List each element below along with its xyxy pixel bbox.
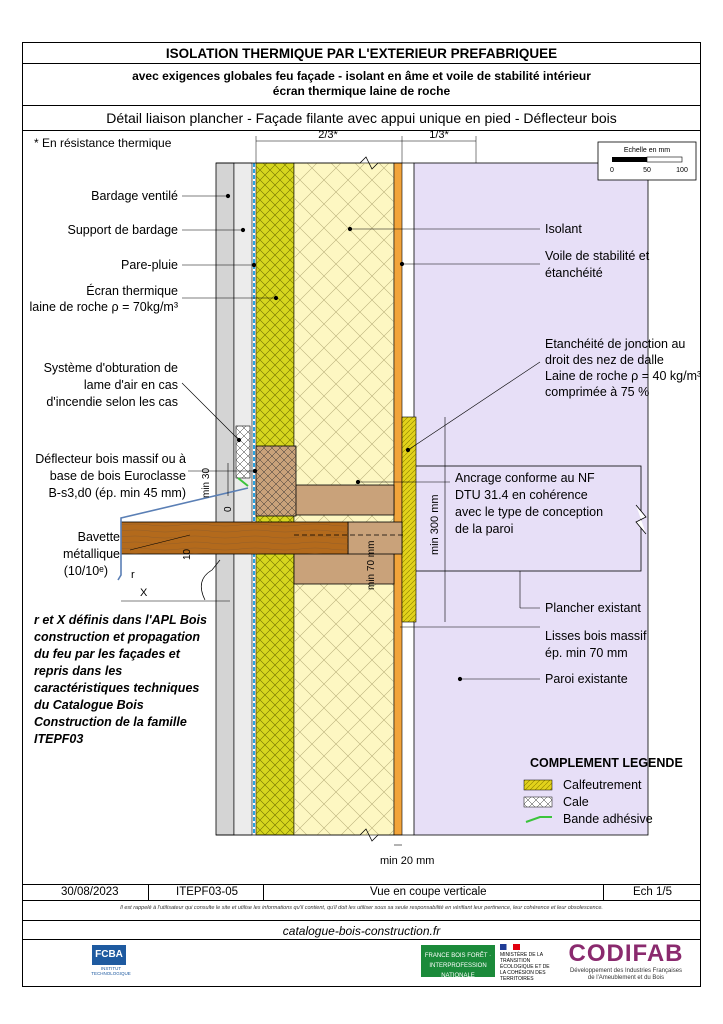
label-ancrage-1: Ancrage conforme au NF bbox=[455, 471, 595, 485]
dim-x: X bbox=[140, 587, 148, 599]
label-etanch-4: comprimée à 75 % bbox=[545, 385, 649, 399]
label-ancrage-2: DTU 31.4 en cohérence bbox=[455, 488, 588, 502]
footer-row: 30/08/2023 ITEPF03-05 Vue en coupe verti… bbox=[22, 884, 701, 901]
note-line-3: du feu par les façades et bbox=[34, 647, 181, 661]
label-lisses-2: ép. min 70 mm bbox=[545, 646, 628, 660]
dim-r: r bbox=[131, 569, 135, 581]
dim-one-third: 1/3* bbox=[429, 129, 449, 141]
label-bardage: Bardage ventilé bbox=[91, 189, 178, 203]
legend-title: COMPLEMENT LEGENDE bbox=[530, 756, 683, 770]
joint-sealing bbox=[401, 416, 417, 623]
note-line-2: construction et propagation bbox=[34, 630, 200, 644]
label-voile-2: étanchéité bbox=[545, 266, 603, 280]
timber-rail-bottom bbox=[293, 551, 395, 585]
label-lisses-1: Lisses bois massif bbox=[545, 629, 647, 643]
subtitle-line-1: avec exigences globales feu façade - iso… bbox=[132, 69, 591, 83]
label-paroi: Paroi existante bbox=[545, 672, 628, 686]
footer-ref: ITEPF03-05 bbox=[176, 886, 238, 898]
timber-rail-top bbox=[293, 484, 395, 516]
cladding-support bbox=[233, 162, 253, 836]
label-etanch-3: Laine de roche ρ = 40 kg/m³ bbox=[545, 369, 701, 383]
label-support: Support de bardage bbox=[67, 223, 178, 237]
label-obturation-2: lame d'air en cas bbox=[84, 378, 178, 392]
label-obturation-1: Système d'obturation de bbox=[44, 361, 178, 375]
label-etanch-1: Etanchéité de jonction au bbox=[545, 337, 685, 351]
label-ancrage-3: avec le type de conception bbox=[455, 505, 603, 519]
codifab-subtitle: Développement des Industries Françaises … bbox=[569, 968, 683, 981]
legend-item-calfeutrement: Calfeutrement bbox=[563, 778, 642, 792]
legend-item-cale: Cale bbox=[563, 795, 589, 809]
legend-swatch-calfeutrement bbox=[523, 779, 553, 791]
scale-label: Echelle en mm bbox=[624, 147, 670, 154]
legend-swatch-bande bbox=[525, 816, 552, 823]
note-line-7: Construction de la famille bbox=[34, 715, 187, 729]
footer-scale: Ech 1/5 bbox=[633, 886, 672, 898]
scale-tick-100: 100 bbox=[676, 167, 688, 174]
label-bavette-3: (10/10ᵉ) bbox=[64, 564, 108, 578]
label-bavette-2: métallique bbox=[63, 547, 120, 561]
metal-flashing bbox=[117, 487, 249, 581]
dim-min30: min 30 bbox=[201, 468, 212, 498]
label-obturation-3: d'incendie selon les cas bbox=[46, 395, 178, 409]
thermal-note: * En résistance thermique bbox=[34, 136, 172, 150]
dim-two-thirds: 2/3* bbox=[318, 129, 338, 141]
label-pareplie: Pare-pluie bbox=[121, 258, 178, 272]
flag-icon bbox=[500, 944, 520, 950]
dim-ten: 10 bbox=[182, 548, 193, 560]
dim-min300: min 300 mm bbox=[429, 494, 441, 555]
legend-swatch-cale bbox=[524, 797, 552, 807]
existing-floor bbox=[403, 465, 642, 572]
label-ecran-2: laine de roche ρ = 70kg/m³ bbox=[29, 300, 178, 314]
note-line-5: caractéristiques techniques bbox=[34, 681, 199, 695]
france-bois-logo: FRANCE BOIS FORÊT · INTERPROFESSION NATI… bbox=[421, 945, 495, 979]
codifab-logo: CODIFAB Développement des Industries Fra… bbox=[566, 940, 686, 982]
site-link[interactable]: catalogue-bois-construction.fr bbox=[22, 920, 701, 940]
label-ancrage-4: de la paroi bbox=[455, 522, 513, 536]
label-voile-1: Voile de stabilité et bbox=[545, 249, 650, 263]
detail-title: Détail liaison plancher - Façade filante… bbox=[22, 105, 701, 131]
label-etanch-2: droit des nez de dalle bbox=[545, 353, 664, 367]
label-deflecteur-2: base de bois Euroclasse bbox=[50, 469, 186, 483]
note-line-1: r et X définis dans l'APL Bois bbox=[34, 613, 207, 627]
label-bavette-1: Bavette bbox=[78, 530, 120, 544]
ministry-text: MINISTÈRE DE LA TRANSITION ÉCOLOGIQUE ET… bbox=[500, 952, 550, 982]
note-line-6: du Catalogue Bois bbox=[34, 698, 144, 712]
subtitle-line-2: écran thermique laine de roche bbox=[272, 84, 451, 98]
legend-item-bande: Bande adhésive bbox=[563, 812, 653, 826]
scale-tick-50: 50 bbox=[643, 167, 651, 174]
fcba-logo: FCBA bbox=[92, 945, 126, 965]
footer-view: Vue en coupe verticale bbox=[370, 886, 487, 898]
cladding bbox=[215, 162, 235, 836]
label-deflecteur-1: Déflecteur bois massif ou à bbox=[35, 452, 186, 466]
label-deflecteur-3: B-s3,d0 (ép. min 45 mm) bbox=[48, 486, 186, 500]
fcba-subtitle: INSTITUT TECHNOLOGIQUE bbox=[91, 966, 131, 976]
label-plancher: Plancher existant bbox=[545, 601, 641, 615]
note-line-4: repris dans les bbox=[34, 664, 122, 678]
disclaimer: Il est rappelé à l'utilisateur qui consu… bbox=[120, 905, 603, 911]
dim-min70: min 70 mm bbox=[366, 541, 377, 590]
dim-min20: min 20 mm bbox=[380, 855, 434, 867]
note-line-8: ITEPF03 bbox=[34, 732, 83, 746]
dim-zero: 0 bbox=[223, 506, 234, 512]
scale-tick-0: 0 bbox=[610, 167, 614, 174]
label-isolant: Isolant bbox=[545, 222, 582, 236]
codifab-name: CODIFAB bbox=[568, 940, 684, 967]
footer-date: 30/08/2023 bbox=[61, 886, 119, 898]
label-ecran-1: Écran thermique bbox=[86, 283, 178, 298]
ministry-logo: MINISTÈRE DE LA TRANSITION ÉCOLOGIQUE ET… bbox=[500, 944, 550, 982]
